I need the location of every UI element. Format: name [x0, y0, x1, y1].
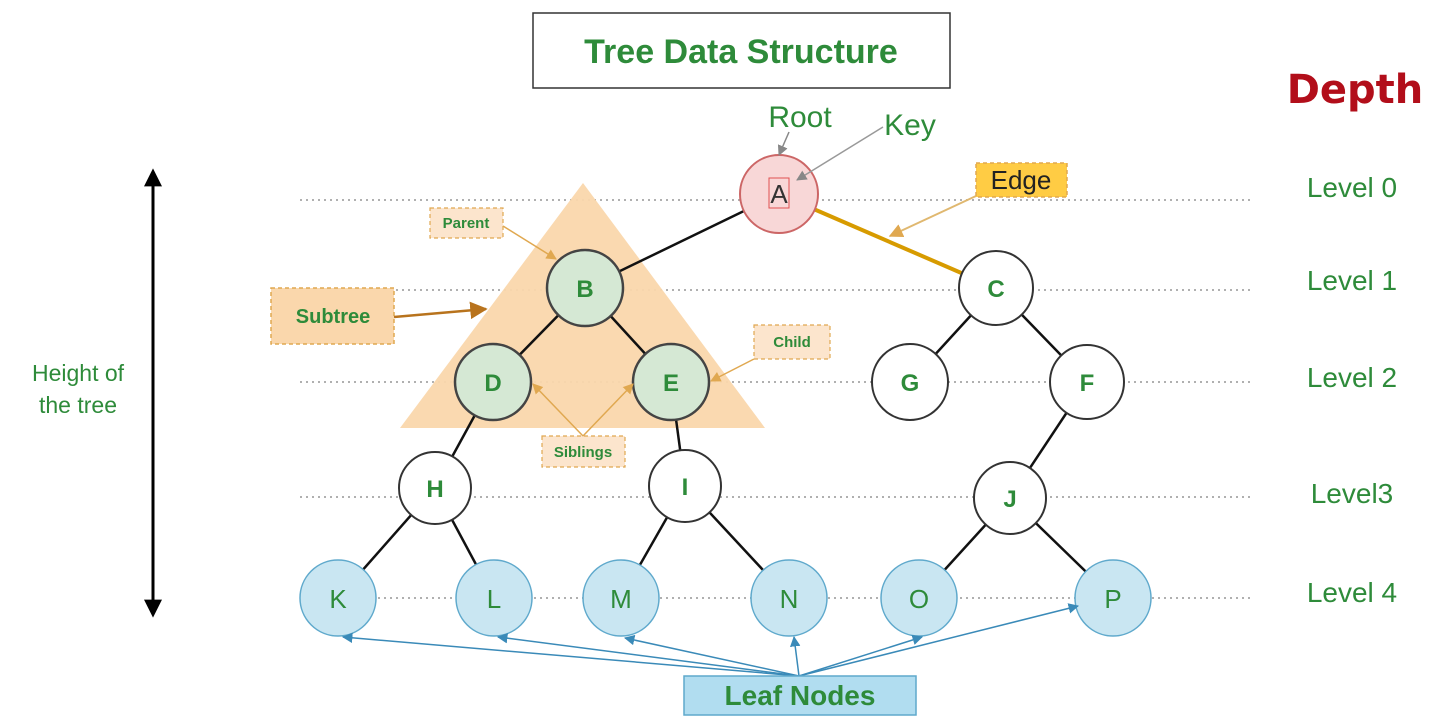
svg-text:D: D	[484, 370, 501, 397]
title: Tree Data Structure	[584, 33, 898, 71]
node-d: D	[453, 342, 533, 422]
leaf-nodes-label: Leaf Nodes	[725, 680, 876, 711]
node-o: O	[880, 559, 958, 637]
node-m: M	[582, 559, 660, 637]
svg-text:A: A	[770, 179, 788, 209]
level-2-label: Level 2	[1307, 362, 1397, 393]
edge-label: Edge	[991, 165, 1052, 195]
subtree-label: Subtree	[296, 306, 370, 328]
key-box	[768, 177, 790, 209]
level-3-label: Level3	[1311, 478, 1394, 509]
node-h: H	[398, 451, 472, 525]
child-label-box	[753, 324, 831, 360]
root-arrow	[777, 131, 790, 156]
svg-text:E: E	[663, 370, 679, 397]
leaf-nodes-label-box	[683, 675, 917, 716]
siblings-arrow-left	[532, 383, 584, 437]
node-l: L	[455, 559, 533, 637]
depth-heading: Depth	[1287, 67, 1424, 113]
leaf-arrows	[341, 603, 1080, 677]
siblings-label: Siblings	[554, 444, 612, 461]
svg-text:I: I	[682, 474, 689, 501]
node-i: I	[648, 449, 722, 523]
svg-text:M: M	[610, 584, 632, 614]
height-label-line1: Height of	[32, 360, 125, 386]
node-k: K	[299, 559, 377, 637]
key-label: Key	[884, 109, 936, 142]
svg-text:P: P	[1104, 584, 1121, 614]
node-f: F	[1049, 344, 1125, 420]
svg-text:C: C	[987, 276, 1004, 303]
node-e: E	[631, 342, 711, 422]
parent-label: Parent	[443, 215, 490, 232]
node-j: J	[973, 461, 1047, 535]
svg-text:G: G	[901, 370, 920, 397]
node-c: C	[958, 250, 1034, 326]
parent-arrow	[502, 225, 557, 260]
svg-text:O: O	[909, 584, 929, 614]
siblings-arrow-right	[582, 383, 634, 437]
edge-label-box	[975, 162, 1068, 198]
svg-text:L: L	[487, 584, 501, 614]
level-0-label: Level 0	[1307, 172, 1397, 203]
node-g: G	[871, 343, 949, 421]
subtree-label-box	[270, 287, 395, 345]
edge-arrow	[888, 195, 977, 238]
node-n: N	[750, 559, 828, 637]
child-arrow	[710, 358, 755, 382]
title-box	[532, 12, 951, 89]
node-b: B	[545, 248, 625, 328]
svg-text:K: K	[329, 584, 347, 614]
svg-text:F: F	[1080, 370, 1095, 397]
level-1-label: Level 1	[1307, 265, 1397, 296]
siblings-label-box	[541, 435, 626, 468]
child-label: Child	[773, 334, 811, 351]
svg-text:J: J	[1003, 486, 1016, 513]
height-label-line2: the tree	[39, 392, 117, 418]
svg-text:H: H	[426, 476, 443, 503]
parent-label-box	[429, 207, 504, 239]
svg-text:N: N	[780, 584, 799, 614]
root-label: Root	[768, 101, 832, 134]
subtree-arrow	[393, 301, 488, 320]
level-4-label: Level 4	[1307, 577, 1397, 608]
key-arrow	[796, 126, 884, 181]
node-p: P	[1074, 559, 1152, 637]
svg-text:B: B	[576, 276, 593, 303]
node-a: A	[739, 154, 819, 234]
